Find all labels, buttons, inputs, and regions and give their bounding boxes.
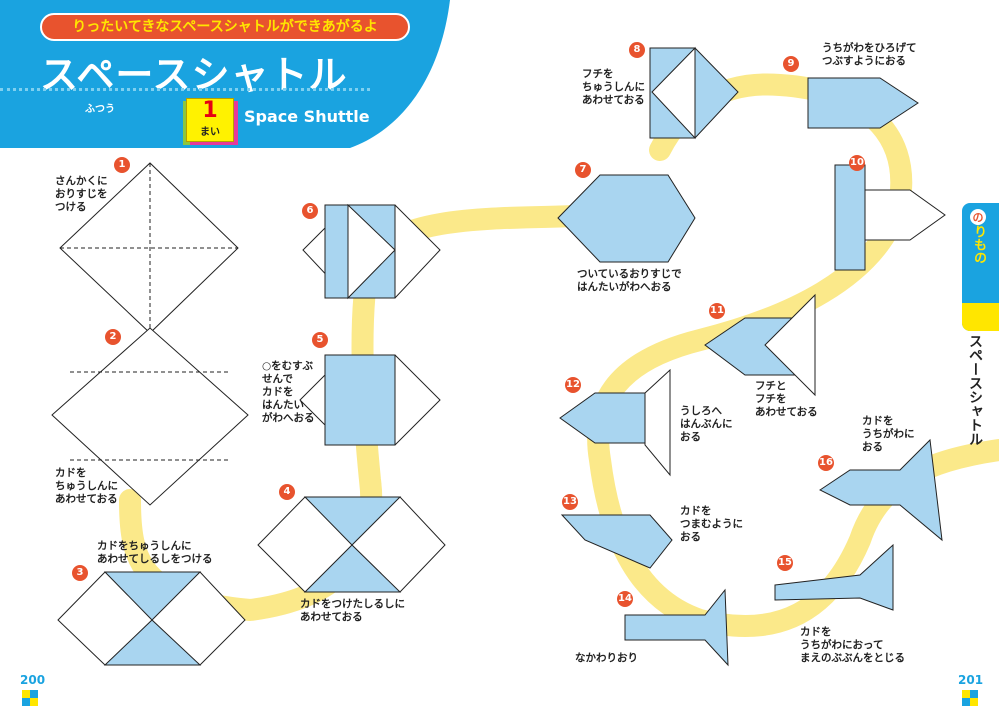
- corner-mark: [962, 690, 978, 706]
- step-caption: カドを つまむように おる: [680, 505, 743, 543]
- step-number: 12: [565, 377, 581, 393]
- step-caption: なかわりおり: [575, 652, 638, 664]
- corner-mark: [22, 690, 38, 706]
- step-number: 7: [575, 162, 591, 178]
- step-number: 5: [312, 332, 328, 348]
- vertical-title: スペースシャトル: [967, 334, 983, 446]
- subtitle-banner: りったいてきなスペースシャトルができあがるよ: [40, 13, 410, 41]
- step-number: 14: [617, 591, 633, 607]
- step-number: 9: [783, 56, 799, 72]
- fold-diagrams: [51, 46, 946, 667]
- step-number: 3: [72, 565, 88, 581]
- category-tab[interactable]: のりもの: [962, 203, 999, 331]
- step-number: 10: [849, 155, 865, 171]
- step-caption: カドを うちがわにおって まえのぶぶんをとじる: [800, 626, 905, 664]
- step-caption: カドを ちゅうしんに あわせておる: [55, 467, 118, 505]
- step-number: 16: [818, 455, 834, 471]
- sheets-unit: まい: [200, 127, 220, 138]
- step-caption: うちがわをひろげて つぶすようにおる: [822, 42, 917, 67]
- step-number: 8: [629, 42, 645, 58]
- step-caption: カドをつけたしるしに あわせておる: [300, 598, 405, 623]
- page-number-right: 201: [958, 673, 984, 687]
- divider: [0, 88, 370, 91]
- step-caption: フチと フチを あわせておる: [755, 380, 818, 418]
- step-caption: ○をむすぶ せんで カドを はんたい がわへおる: [262, 360, 315, 424]
- step-number: 2: [105, 329, 121, 345]
- step-caption: さんかくに おりすじを つける: [55, 175, 108, 213]
- difficulty-label: ふつう: [85, 104, 115, 115]
- sheets-count-badge: 1 まい: [186, 98, 234, 142]
- step-caption: カドを うちがわに おる: [862, 415, 915, 453]
- step-number: 11: [709, 303, 725, 319]
- step-caption: フチを ちゅうしんに あわせておる: [582, 68, 645, 106]
- step-caption: カドをちゅうしんに あわせてしるしをつける: [97, 540, 213, 565]
- step-number: 4: [279, 484, 295, 500]
- step-number: 13: [562, 494, 578, 510]
- category-label: のりもの: [970, 209, 986, 264]
- step-number: 6: [302, 203, 318, 219]
- step-caption: ついているおりすじで はんたいがわへおる: [577, 268, 682, 293]
- step-number: 15: [777, 555, 793, 571]
- step-caption: うしろへ はんぶんに おる: [680, 405, 733, 443]
- english-title: Space Shuttle: [244, 107, 370, 126]
- sheets-count: 1: [202, 98, 218, 123]
- page-number-left: 200: [20, 673, 46, 687]
- step-number: 1: [114, 157, 130, 173]
